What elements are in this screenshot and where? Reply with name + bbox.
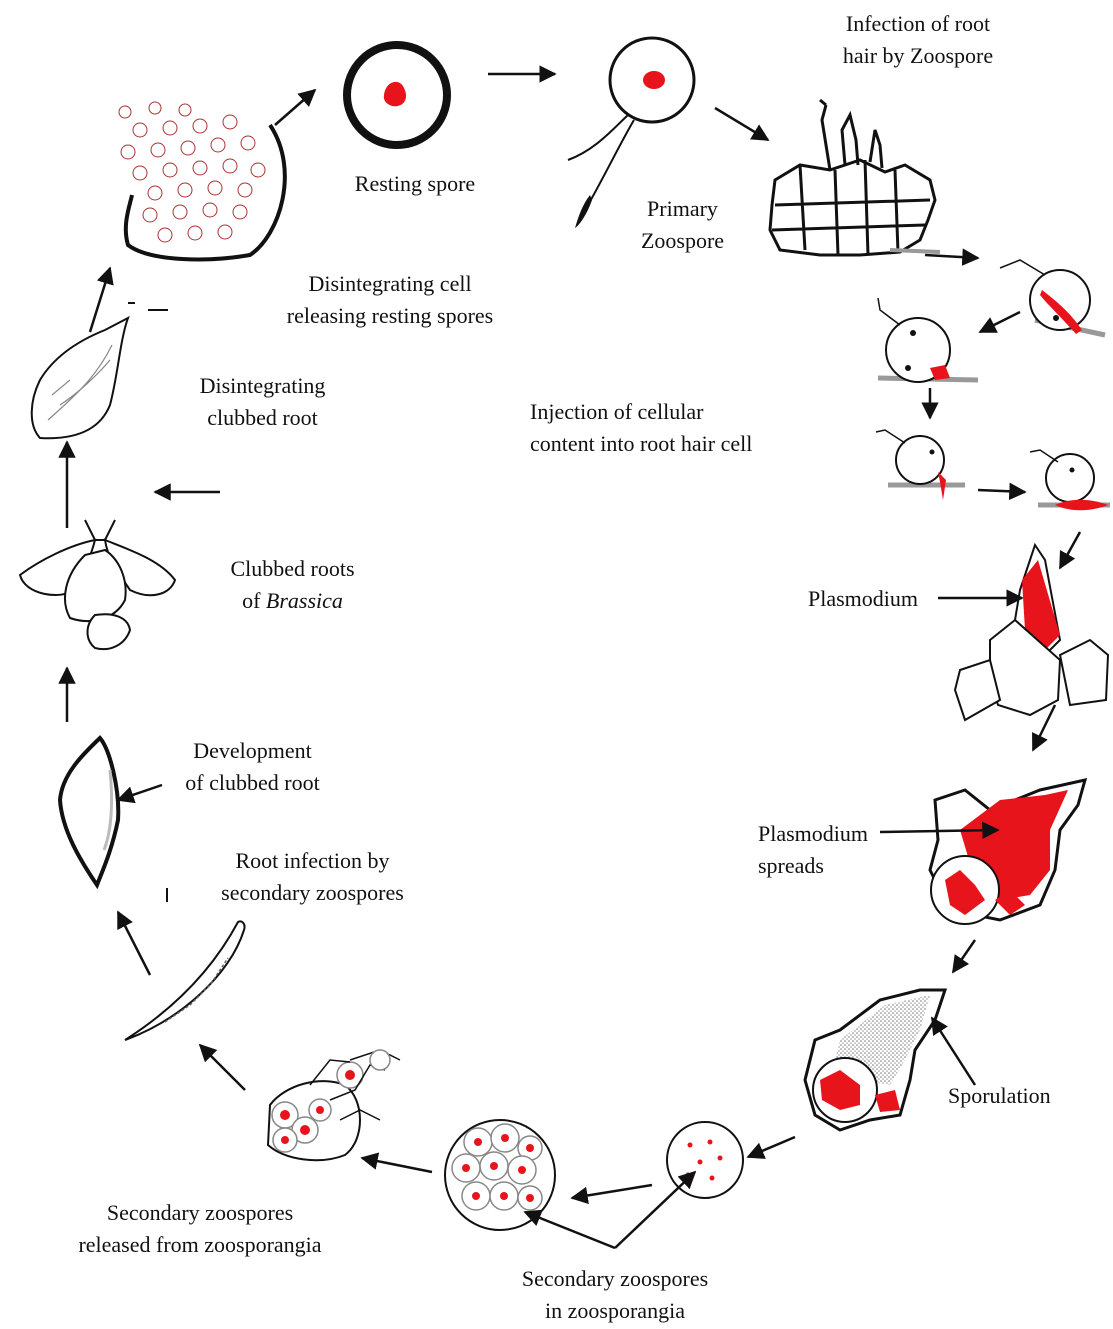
clubbed-roots-illustration — [20, 520, 175, 649]
label-secondary-released: Secondary zoospores released from zoospo… — [30, 1197, 370, 1261]
label-disintegrating-root: Disintegrating clubbed root — [170, 370, 355, 434]
label-infection-root-hair: Infection of root hair by Zoospore — [808, 8, 1028, 72]
label-sporulation: Sporulation — [948, 1080, 1093, 1112]
released-zoospores-illustration — [268, 1050, 400, 1160]
label-resting-spore: Resting spore — [330, 168, 500, 200]
label-primary-zoospore: Primary Zoospore — [620, 193, 745, 257]
label-clubbed-roots: Clubbed roots of Brassica — [200, 553, 385, 617]
label-root-infection-secondary: Root infection by secondary zoospores — [180, 845, 445, 909]
label-plasmodium-spreads: Plasmodium spreads — [758, 818, 898, 882]
label-brassica: Brassica — [266, 588, 343, 613]
disintegrating-root-illustration — [32, 303, 168, 438]
zoospore-attachment-illustration — [1000, 260, 1105, 335]
label-plasmodium: Plasmodium — [808, 583, 958, 615]
injected-content-illustration — [1030, 450, 1110, 510]
label-secondary-in-zoosporangia: Secondary zoospores in zoosporangia — [470, 1263, 760, 1327]
label-development: Development of clubbed root — [160, 735, 345, 799]
resting-spore-illustration — [347, 45, 447, 145]
plasmodium-tissue-illustration — [955, 545, 1108, 720]
zoospore-penetrating-illustration — [878, 298, 978, 382]
resting-spores-cluster — [119, 102, 265, 242]
sporulation-illustration — [805, 990, 945, 1130]
plasmodium-spreads-illustration — [930, 780, 1085, 924]
disintegrating-cell-illustration — [119, 102, 285, 259]
developing-club-illustration — [60, 738, 118, 885]
infected-root-illustration — [125, 921, 245, 1040]
zoosporangia-cluster-illustration — [445, 1120, 555, 1230]
label-disintegrating-cell: Disintegrating cell releasing resting sp… — [240, 268, 540, 332]
root-hair-tissue-illustration — [770, 100, 940, 255]
injection-stage-illustration — [876, 430, 965, 500]
label-injection: Injection of cellular content into root … — [530, 396, 830, 460]
